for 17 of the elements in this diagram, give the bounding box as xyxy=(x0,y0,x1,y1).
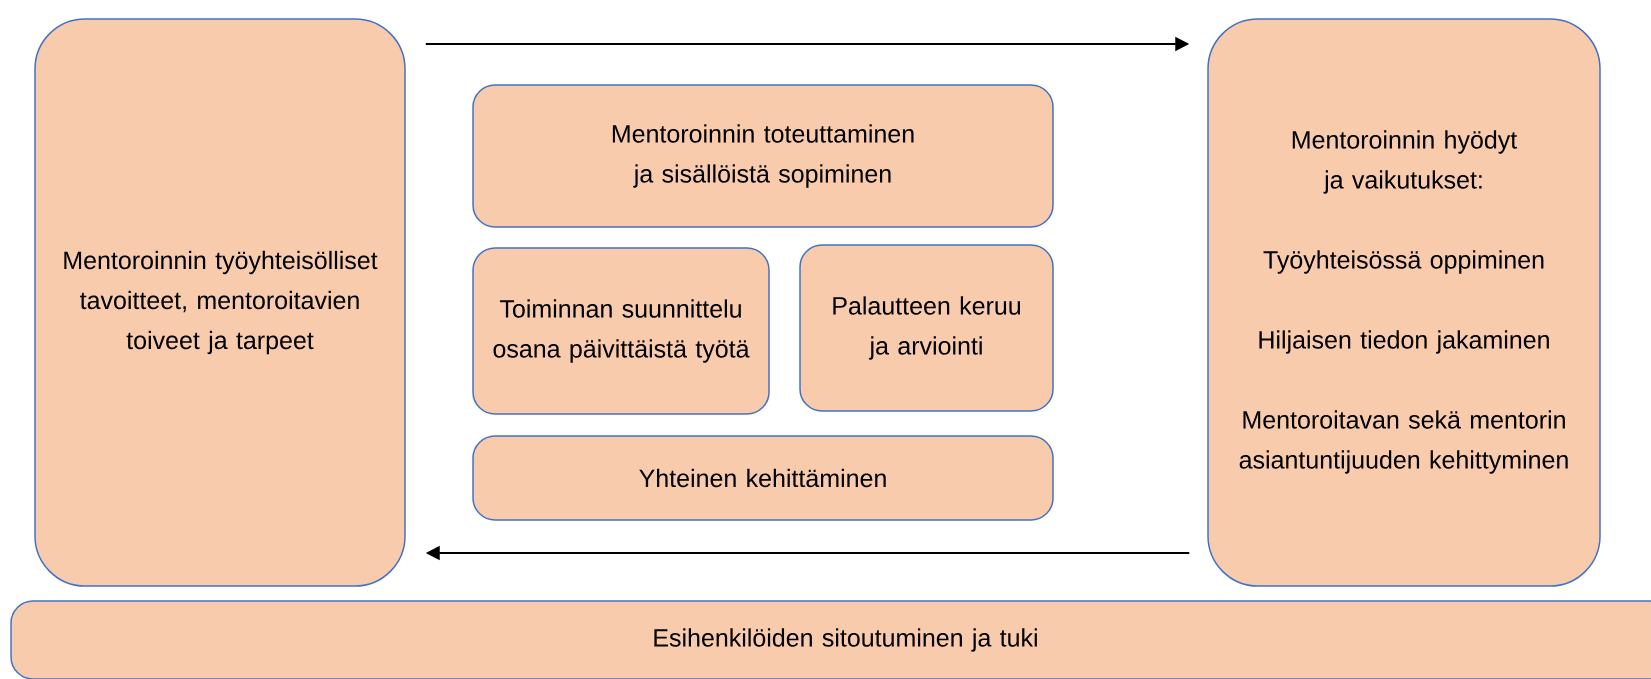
node-label: Mentoroinnin toteuttaminen ja sisällöistä sopiminen xyxy=(612,124,914,188)
node-label: Esihenkilöiden sitoutuminen ja tuki xyxy=(654,628,1037,652)
process-box xyxy=(472,247,770,415)
node-label: Mentoroitavan sekä mentorin asiantuntijuuden kehittyminen xyxy=(1239,410,1568,474)
node-label: Toiminnan suunnittelu osana päivittäistä työtä xyxy=(493,299,750,363)
process-box xyxy=(472,435,1054,521)
process-box xyxy=(799,244,1054,412)
process-box xyxy=(472,84,1054,228)
node-label: Mentoroinnin hyödyt ja vaikutukset: xyxy=(1292,130,1518,194)
node-label: Mentoroinnin työyhteisölliset tavoitteet, mentoroitavien toiveet ja tarpeet xyxy=(64,250,378,355)
node-label: Yhteinen kehittäminen xyxy=(639,468,886,488)
node-label: Palautteen keruu ja arviointi xyxy=(833,296,1021,360)
outcome-box xyxy=(1207,18,1601,587)
node-label: Hiljaisen tiedon jakaminen xyxy=(1259,330,1549,354)
goal-box xyxy=(34,18,406,587)
foundation-band xyxy=(10,600,1651,679)
node-label: Työyhteisössä oppiminen xyxy=(1263,250,1544,274)
